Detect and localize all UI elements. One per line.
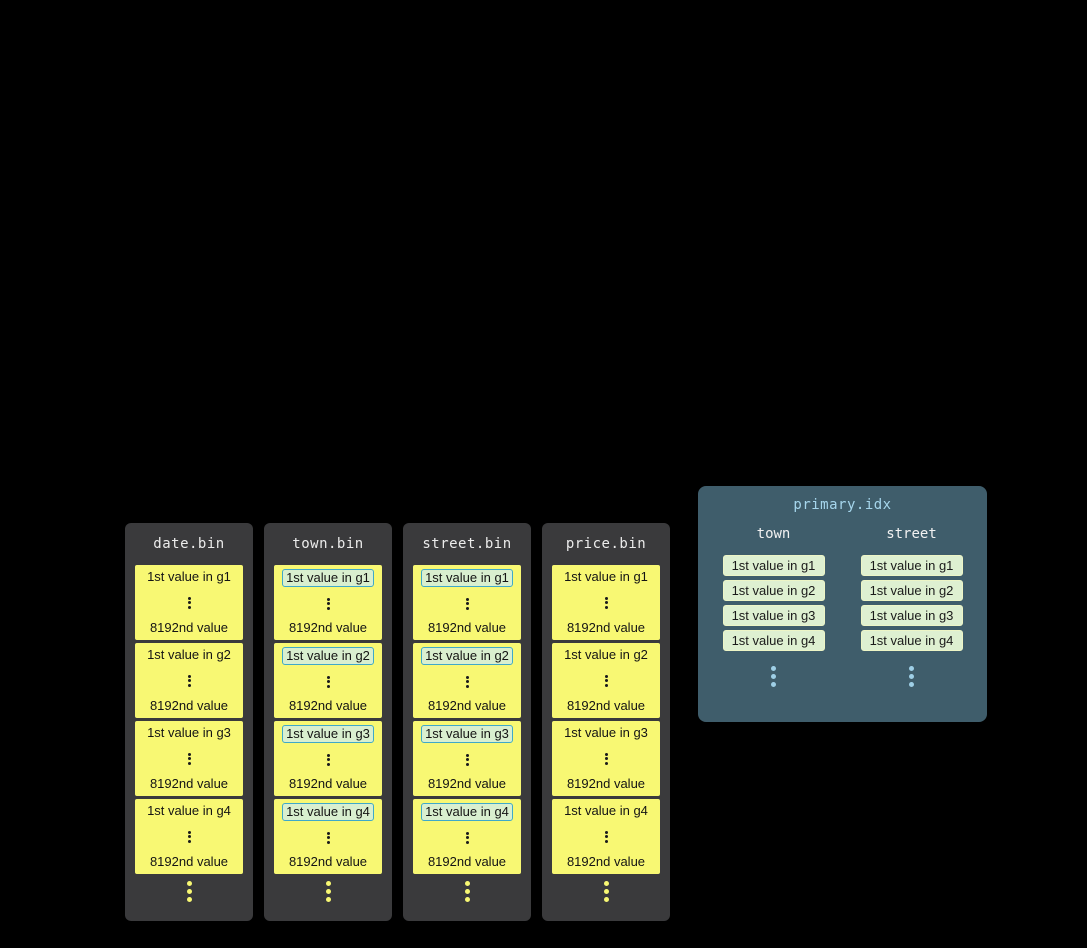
granule-last-value: 8192nd value bbox=[427, 698, 507, 713]
granule-g2: 1st value in g2 8192nd value bbox=[135, 643, 243, 718]
index-column-street: street 1st value in g1 1st value in g2 1… bbox=[860, 526, 963, 690]
ellipsis-icon bbox=[187, 829, 191, 844]
ellipsis-icon bbox=[326, 596, 330, 611]
more-granules-ellipsis-icon bbox=[403, 881, 531, 902]
more-granules-ellipsis-icon bbox=[264, 881, 392, 902]
more-granules-ellipsis-icon bbox=[542, 881, 670, 902]
granule-first-value: 1st value in g4 bbox=[147, 803, 231, 818]
granule-first-value: 1st value in g3 bbox=[147, 725, 231, 740]
ellipsis-icon bbox=[465, 674, 469, 689]
bin-file-title: price.bin bbox=[565, 536, 647, 552]
granule-last-value: 8192nd value bbox=[566, 854, 646, 869]
ellipsis-icon bbox=[326, 830, 330, 845]
granule-first-value: 1st value in g2 bbox=[564, 647, 648, 662]
granule-g4: 1st value in g4 8192nd value bbox=[274, 799, 382, 874]
index-column-header: town bbox=[756, 526, 791, 542]
ellipsis-icon bbox=[187, 673, 191, 688]
granule-last-value: 8192nd value bbox=[149, 776, 229, 791]
index-entry: 1st value in g4 bbox=[860, 630, 963, 651]
granule-first-value-highlighted: 1st value in g3 bbox=[282, 725, 374, 743]
granule-last-value: 8192nd value bbox=[288, 776, 368, 791]
granule-first-value-highlighted: 1st value in g1 bbox=[282, 569, 374, 587]
bin-file-title: street.bin bbox=[422, 536, 512, 552]
index-column-header: street bbox=[886, 526, 937, 542]
bin-column-town: town.bin 1st value in g1 8192nd value 1s… bbox=[264, 523, 392, 921]
granule-g4: 1st value in g4 8192nd value bbox=[413, 799, 521, 874]
granule-g1: 1st value in g1 8192nd value bbox=[274, 565, 382, 640]
granule-g1: 1st value in g1 8192nd value bbox=[135, 565, 243, 640]
granule-g4: 1st value in g4 8192nd value bbox=[135, 799, 243, 874]
ellipsis-icon bbox=[465, 596, 469, 611]
ellipsis-icon bbox=[326, 752, 330, 767]
granule-g1: 1st value in g1 8192nd value bbox=[552, 565, 660, 640]
granule-last-value: 8192nd value bbox=[288, 698, 368, 713]
granule-last-value: 8192nd value bbox=[427, 776, 507, 791]
granule-g2: 1st value in g2 8192nd value bbox=[413, 643, 521, 718]
index-entry: 1st value in g1 bbox=[722, 555, 825, 576]
granule-g3: 1st value in g3 8192nd value bbox=[274, 721, 382, 796]
granule-first-value: 1st value in g3 bbox=[564, 725, 648, 740]
granule-first-value-highlighted: 1st value in g4 bbox=[282, 803, 374, 821]
granule-last-value: 8192nd value bbox=[427, 620, 507, 635]
granule-g3: 1st value in g3 8192nd value bbox=[135, 721, 243, 796]
granule-last-value: 8192nd value bbox=[149, 854, 229, 869]
granule-g2: 1st value in g2 8192nd value bbox=[274, 643, 382, 718]
index-entry: 1st value in g4 bbox=[722, 630, 825, 651]
ellipsis-icon bbox=[187, 751, 191, 766]
index-column-town: town 1st value in g1 1st value in g2 1st… bbox=[722, 526, 825, 690]
granule-g1: 1st value in g1 8192nd value bbox=[413, 565, 521, 640]
index-entry: 1st value in g2 bbox=[860, 580, 963, 601]
index-file-title: primary.idx bbox=[793, 497, 892, 513]
index-entry: 1st value in g1 bbox=[860, 555, 963, 576]
granule-g3: 1st value in g3 8192nd value bbox=[413, 721, 521, 796]
bin-column-price: price.bin 1st value in g1 8192nd value 1… bbox=[542, 523, 670, 921]
granule-first-value-highlighted: 1st value in g2 bbox=[421, 647, 513, 665]
index-entry: 1st value in g3 bbox=[860, 605, 963, 626]
granule-first-value: 1st value in g1 bbox=[147, 569, 231, 584]
ellipsis-icon bbox=[465, 830, 469, 845]
granule-first-value: 1st value in g1 bbox=[564, 569, 648, 584]
primary-index-panel: primary.idx town 1st value in g1 1st val… bbox=[698, 486, 987, 722]
bin-column-street: street.bin 1st value in g1 8192nd value … bbox=[403, 523, 531, 921]
granule-last-value: 8192nd value bbox=[149, 698, 229, 713]
bin-column-date: date.bin 1st value in g1 8192nd value 1s… bbox=[125, 523, 253, 921]
more-entries-ellipsis-icon bbox=[909, 663, 914, 690]
index-entry: 1st value in g3 bbox=[722, 605, 825, 626]
granule-last-value: 8192nd value bbox=[427, 854, 507, 869]
granule-first-value: 1st value in g2 bbox=[147, 647, 231, 662]
granule-g2: 1st value in g2 8192nd value bbox=[552, 643, 660, 718]
granule-g3: 1st value in g3 8192nd value bbox=[552, 721, 660, 796]
granule-first-value-highlighted: 1st value in g1 bbox=[421, 569, 513, 587]
granule-first-value-highlighted: 1st value in g3 bbox=[421, 725, 513, 743]
more-entries-ellipsis-icon bbox=[771, 663, 776, 690]
granule-first-value: 1st value in g4 bbox=[564, 803, 648, 818]
ellipsis-icon bbox=[604, 595, 608, 610]
granule-g4: 1st value in g4 8192nd value bbox=[552, 799, 660, 874]
ellipsis-icon bbox=[187, 595, 191, 610]
granule-first-value-highlighted: 1st value in g4 bbox=[421, 803, 513, 821]
granule-last-value: 8192nd value bbox=[149, 620, 229, 635]
ellipsis-icon bbox=[604, 673, 608, 688]
ellipsis-icon bbox=[326, 674, 330, 689]
index-columns: town 1st value in g1 1st value in g2 1st… bbox=[698, 526, 987, 690]
more-granules-ellipsis-icon bbox=[125, 881, 253, 902]
index-entry: 1st value in g2 bbox=[722, 580, 825, 601]
ellipsis-icon bbox=[465, 752, 469, 767]
ellipsis-icon bbox=[604, 751, 608, 766]
bin-file-title: town.bin bbox=[292, 536, 364, 552]
granule-last-value: 8192nd value bbox=[288, 620, 368, 635]
granule-last-value: 8192nd value bbox=[566, 620, 646, 635]
granule-last-value: 8192nd value bbox=[288, 854, 368, 869]
granule-last-value: 8192nd value bbox=[566, 698, 646, 713]
granule-first-value-highlighted: 1st value in g2 bbox=[282, 647, 374, 665]
bin-file-title: date.bin bbox=[153, 536, 225, 552]
ellipsis-icon bbox=[604, 829, 608, 844]
granule-last-value: 8192nd value bbox=[566, 776, 646, 791]
